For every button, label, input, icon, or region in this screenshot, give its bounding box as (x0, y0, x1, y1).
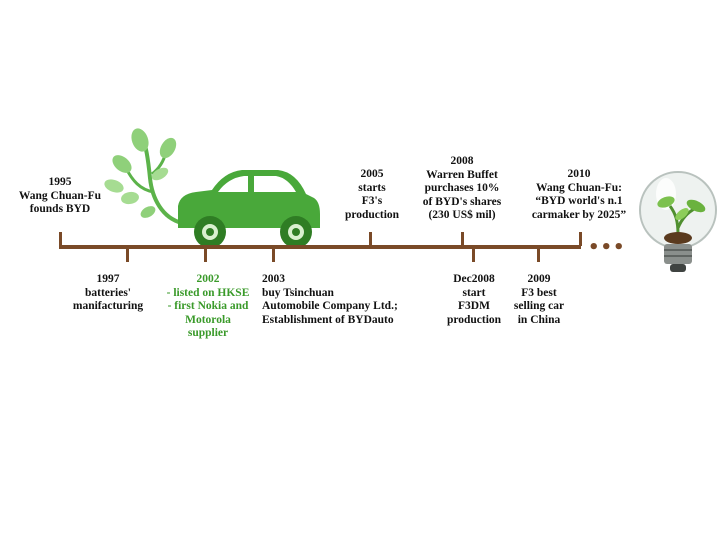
event-2002-label: 2002 - listed on HKSE - first Nokia and … (166, 273, 250, 339)
event-dec2008-label: Dec2008 start F3DM production (446, 273, 502, 326)
timeline-continuation-dots: ••• (588, 237, 626, 258)
light-bulb-plant-icon (639, 171, 717, 272)
tick-2009 (537, 248, 540, 262)
event-2005-label: 2005 starts F3's production (344, 168, 400, 221)
event-2003-label: 2003 buy Tsinchuan Automobile Company Lt… (262, 273, 398, 326)
timeline-axis (59, 245, 581, 249)
tick-dec2008 (472, 248, 475, 262)
event-1997-label: 1997 batteries' manifacturing (72, 273, 144, 312)
tick-1995 (59, 232, 62, 246)
event-2010-label: 2010 Wang Chuan-Fu: “BYD world's n.1 car… (531, 168, 627, 221)
tick-2003 (272, 248, 275, 262)
event-2009-label: 2009 F3 best selling car in China (513, 273, 565, 326)
event-1995-label: 1995 Wang Chuan-Fu founds BYD (18, 176, 102, 215)
event-2008-label: 2008 Warren Buffet purchases 10% of BYD'… (422, 155, 502, 221)
tick-2002 (204, 248, 207, 262)
tick-2008 (461, 232, 464, 246)
tick-1997 (126, 248, 129, 262)
eco-car-illustration (104, 128, 320, 248)
tick-2010 (579, 232, 582, 246)
tick-2005 (369, 232, 372, 246)
